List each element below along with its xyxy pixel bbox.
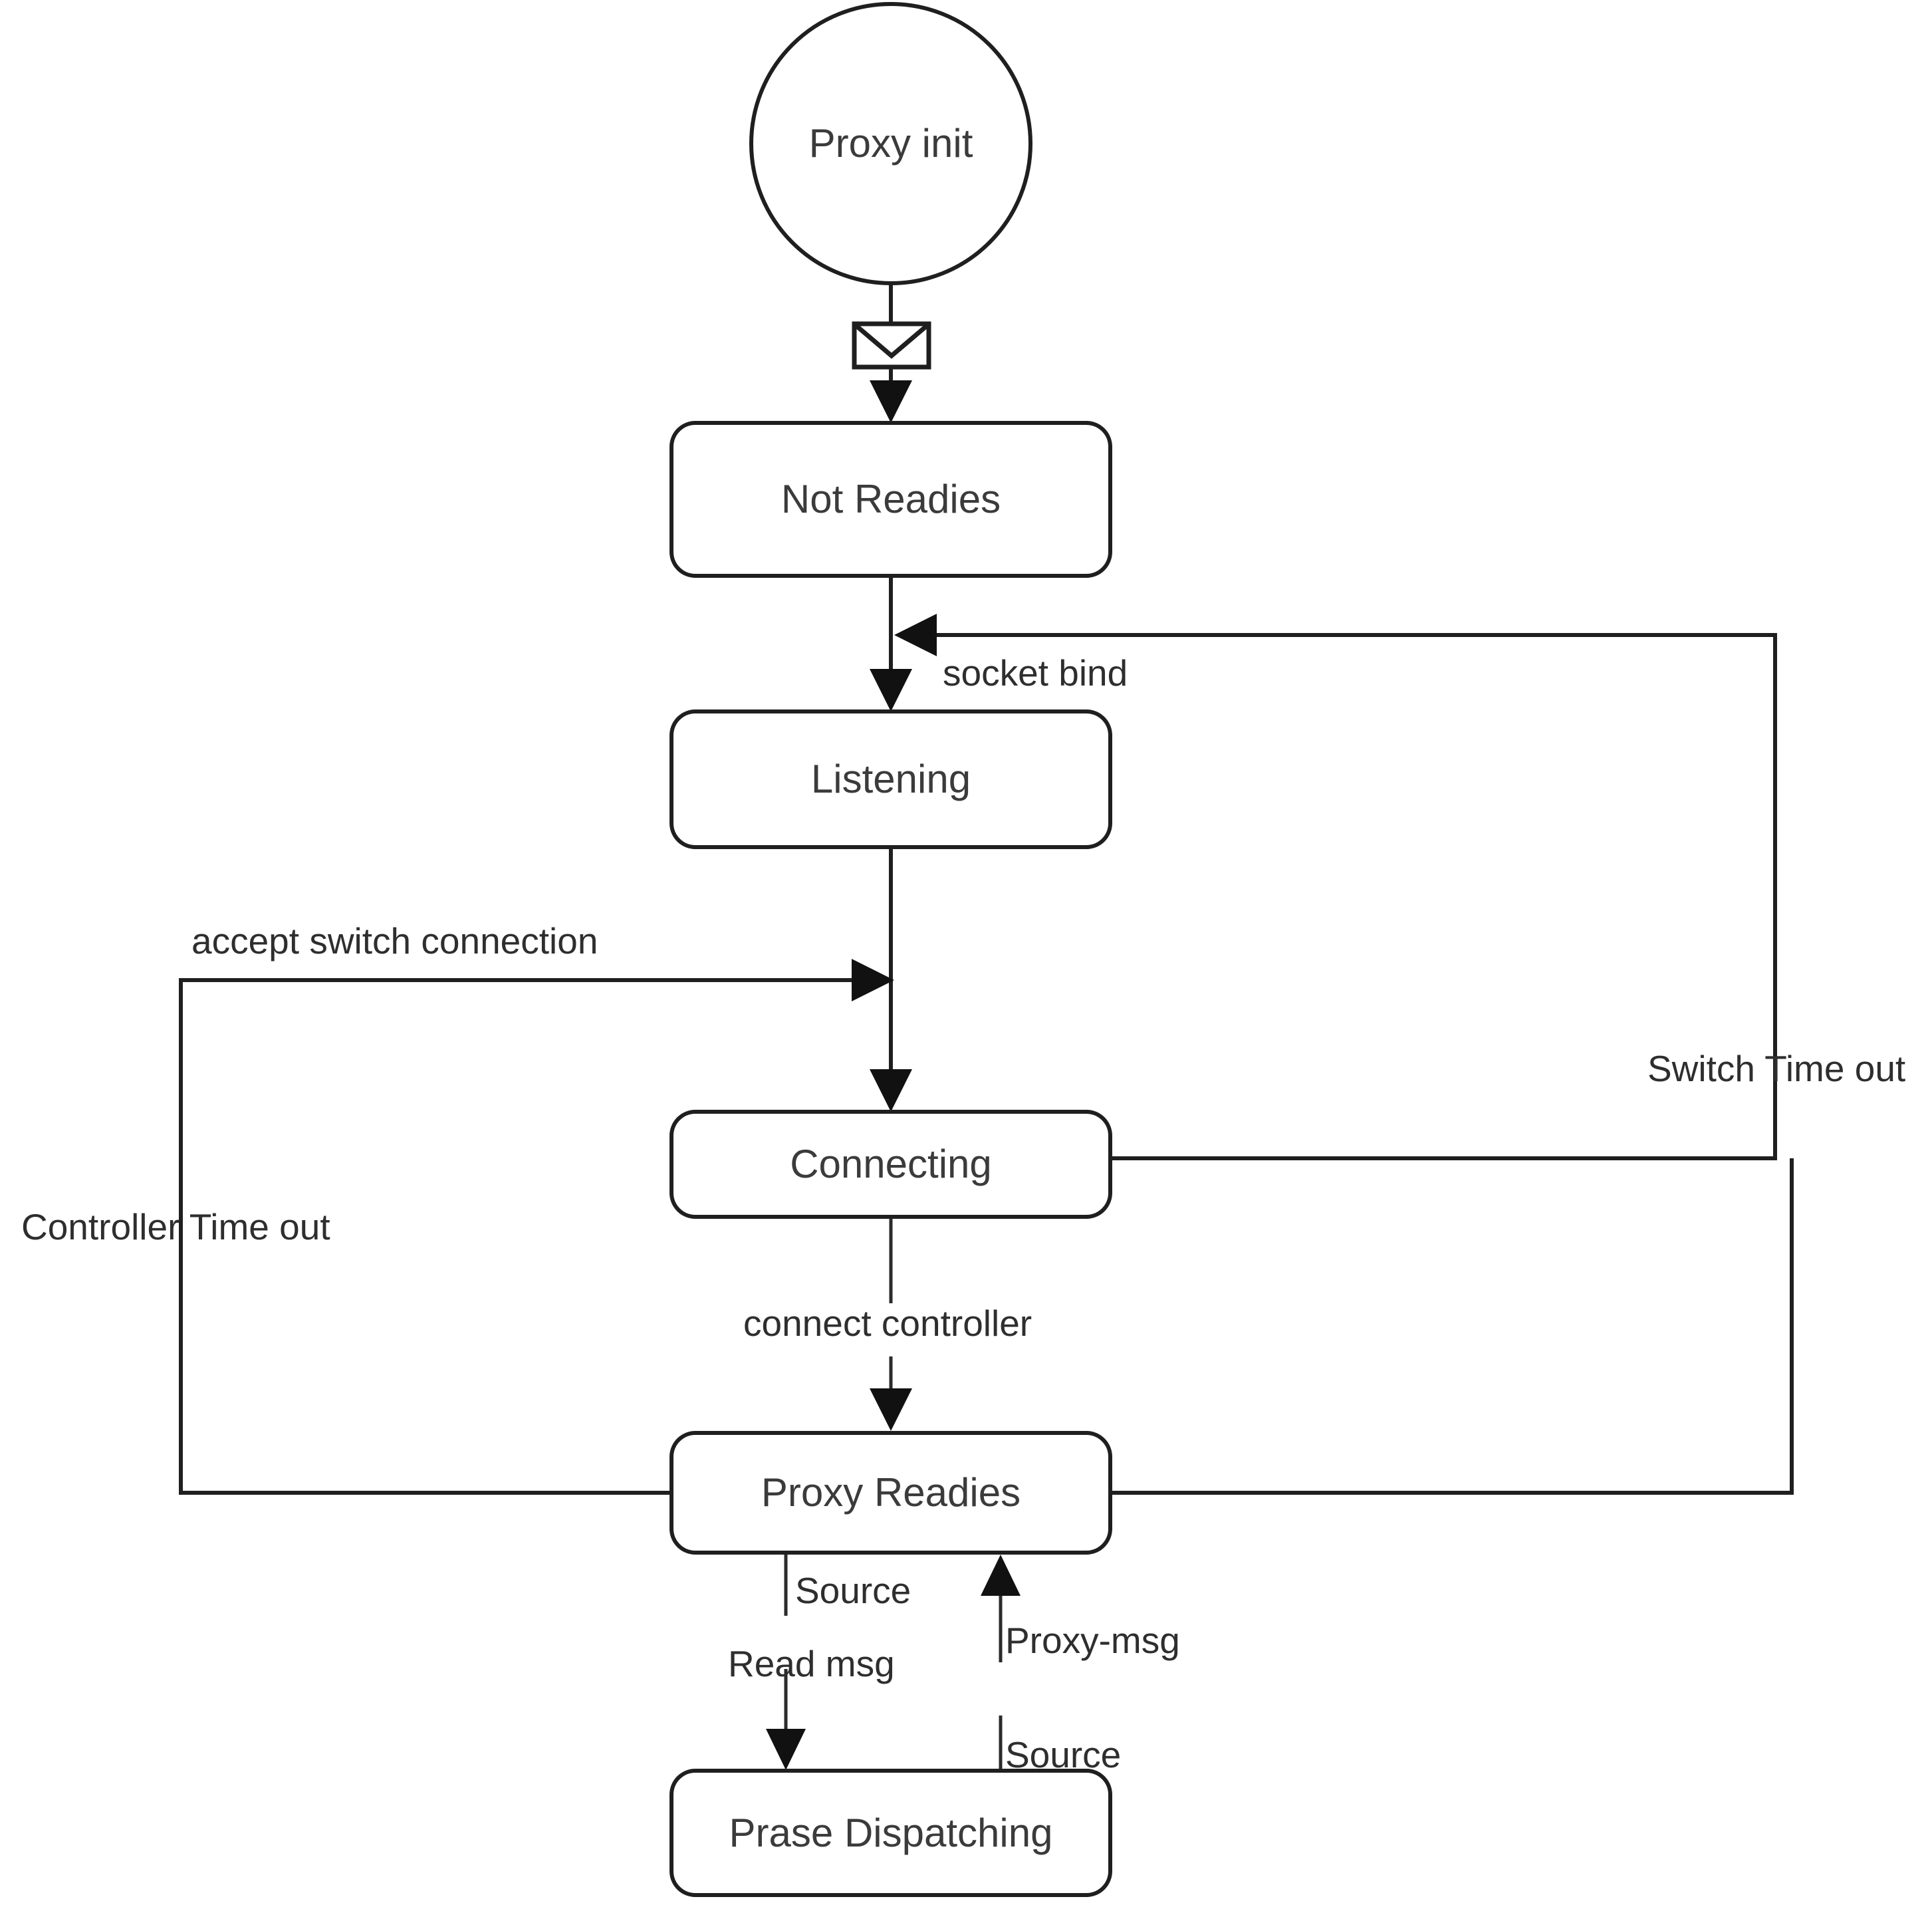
edge-proxyready-right-rail: [1110, 1158, 1794, 1495]
arrowhead-switch-timeout: [894, 614, 937, 656]
arrowhead-notreadies-to-listening: [870, 669, 912, 711]
envelope-icon: [852, 321, 931, 370]
arrowhead-controller-timeout: [852, 959, 894, 1001]
node-connecting-shape[interactable]: [669, 1110, 1112, 1219]
node-proxy-readies[interactable]: [671, 1433, 1110, 1553]
arrowhead-init-to-notreadies: [870, 380, 912, 423]
arrowhead-listening-to-connecting: [870, 1069, 912, 1112]
node-listening-shape[interactable]: [669, 709, 1112, 849]
arrowhead-connecting-to-proxyready: [870, 1388, 912, 1431]
arrowhead-prase-to-proxyready: [981, 1555, 1021, 1596]
node-proxy-init[interactable]: [751, 4, 1030, 283]
node-proxy-readies-shape[interactable]: [669, 1431, 1112, 1555]
node-prase-dispatching[interactable]: [671, 1771, 1110, 1895]
node-prase-dispatching-shape[interactable]: [669, 1769, 1112, 1897]
node-not-readies[interactable]: [671, 423, 1110, 576]
edge-controller-timeout: [179, 978, 872, 1495]
node-not-readies-shape[interactable]: [669, 421, 1112, 578]
edge-switch-timeout: [916, 633, 1777, 1160]
node-listening[interactable]: [671, 711, 1110, 847]
node-proxy-init-shape[interactable]: [749, 2, 1032, 285]
node-connecting[interactable]: [671, 1112, 1110, 1217]
envelope-icon-flap: [854, 324, 929, 359]
arrowhead-proxyready-to-prase: [766, 1729, 806, 1770]
